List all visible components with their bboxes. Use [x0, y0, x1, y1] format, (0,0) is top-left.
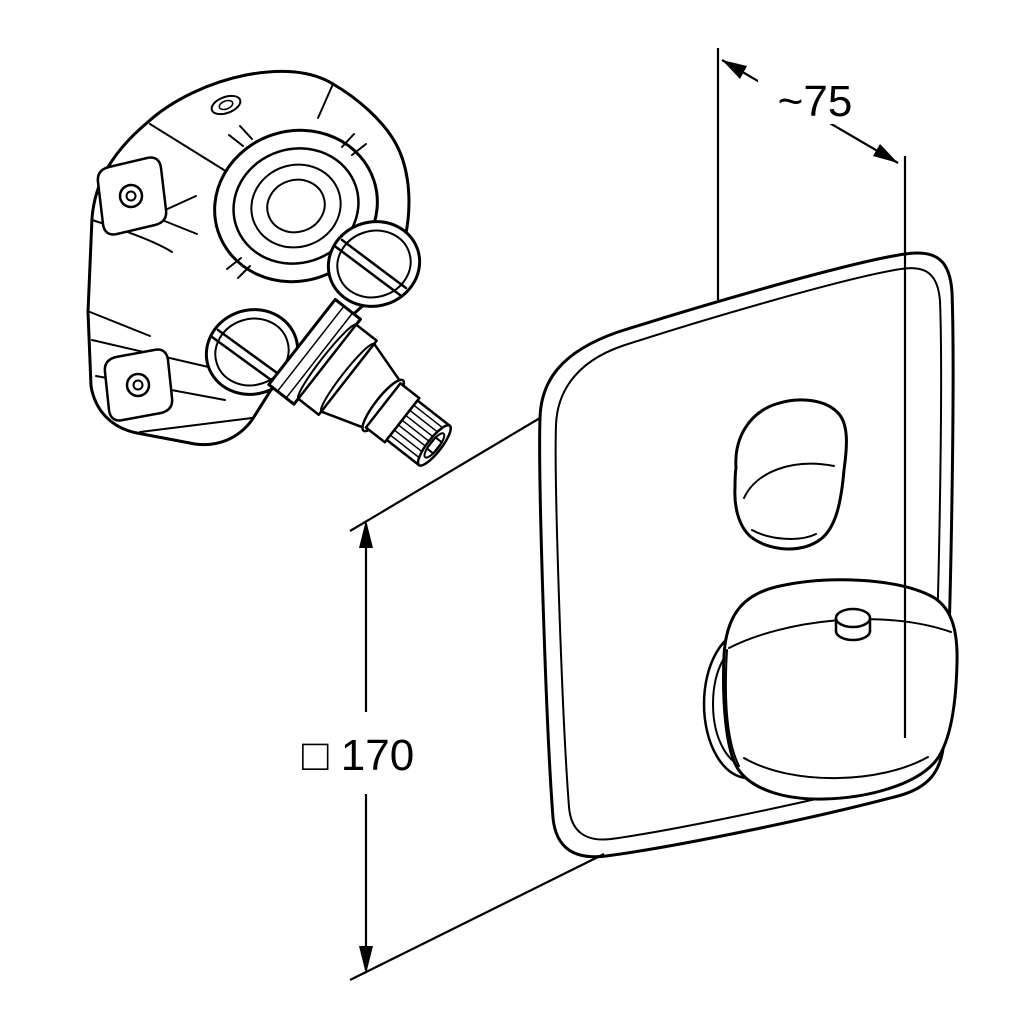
arrowhead: [873, 144, 898, 163]
arrowhead: [722, 60, 747, 79]
depth-dimension: ~75: [716, 48, 907, 738]
cartridge-stem: [267, 297, 452, 467]
valve-body-drawing: [86, 69, 452, 467]
label-backing: [758, 72, 872, 124]
knob-left-face-line: [724, 649, 740, 767]
mounting-tab-lower: [103, 348, 174, 422]
size-dimension-label: □ 170: [302, 731, 414, 780]
temperature-handle-drawing: [733, 398, 848, 551]
facet-line: [89, 311, 151, 337]
machined-band-line: [139, 417, 253, 433]
size-dimension: □ 170: [302, 417, 605, 981]
screw-head-upper: [326, 220, 422, 308]
arrowhead: [359, 520, 373, 548]
mounting-tab-upper: [96, 156, 168, 236]
vent-hole-inner: [218, 99, 234, 111]
knob-outline: [722, 578, 959, 801]
screw-head-lower: [204, 308, 300, 396]
volume-knob-drawing: [702, 578, 959, 801]
extension-line: [349, 417, 541, 532]
vent-hole-icon: [210, 94, 242, 116]
depth-dimension-label: ~75: [778, 77, 853, 126]
extension-line: [349, 853, 605, 981]
spline-knurl-lines: [389, 404, 447, 462]
knob-button: [834, 607, 872, 642]
facet-line: [149, 123, 225, 171]
arrowhead: [359, 946, 373, 974]
facet-line: [317, 83, 334, 119]
knob-bottom-line: [743, 756, 929, 780]
